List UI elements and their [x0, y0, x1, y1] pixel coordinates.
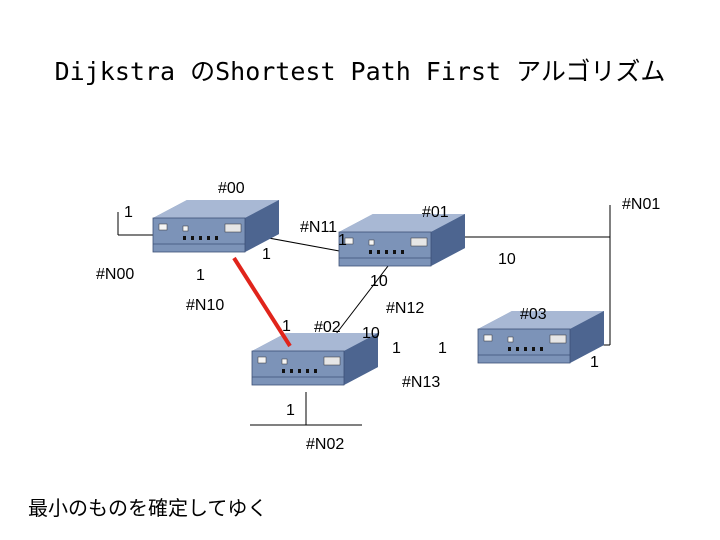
shortest-path-link — [232, 256, 292, 348]
cost-r00-n00: 1 — [124, 204, 133, 221]
network-n00-label: #N00 — [96, 266, 134, 283]
router-02 — [251, 332, 379, 386]
router-01 — [338, 213, 466, 267]
cost-r00-n10: 1 — [196, 267, 205, 284]
router-01-label: #01 — [422, 204, 449, 221]
cost-r02-n10: 1 — [282, 318, 291, 335]
cost-r01-n11: 1 — [338, 232, 347, 249]
cost-r03-n01: 1 — [590, 354, 599, 371]
network-n12-label: #N12 — [386, 300, 424, 317]
network-n01-label: #N01 — [622, 196, 660, 213]
router-00-label: #00 — [218, 180, 245, 197]
page-title: Dijkstra のShortest Path First アルゴリズム — [54, 57, 666, 86]
router-00 — [152, 199, 280, 253]
cost-r01-n12: 10 — [370, 273, 388, 290]
network-n13-label: #N13 — [402, 374, 440, 391]
network-n11-label: #N11 — [300, 219, 337, 236]
network-n10-label: #N10 — [186, 297, 224, 314]
router-02-label: #02 — [314, 319, 341, 336]
n12-link — [325, 252, 399, 348]
cost-r02-n02: 1 — [286, 402, 295, 419]
cost-r03-n13: 1 — [438, 340, 447, 357]
cost-r02-n12: 10 — [362, 325, 380, 342]
router-03-label: #03 — [520, 306, 547, 323]
network-n02-label: #N02 — [306, 436, 344, 453]
caption-text: 最小のものを確定してゆく — [28, 496, 268, 520]
cost-r00-n11: 1 — [262, 246, 271, 263]
cost-r02-n13: 1 — [392, 340, 401, 357]
cost-r01-n01: 10 — [498, 251, 516, 268]
